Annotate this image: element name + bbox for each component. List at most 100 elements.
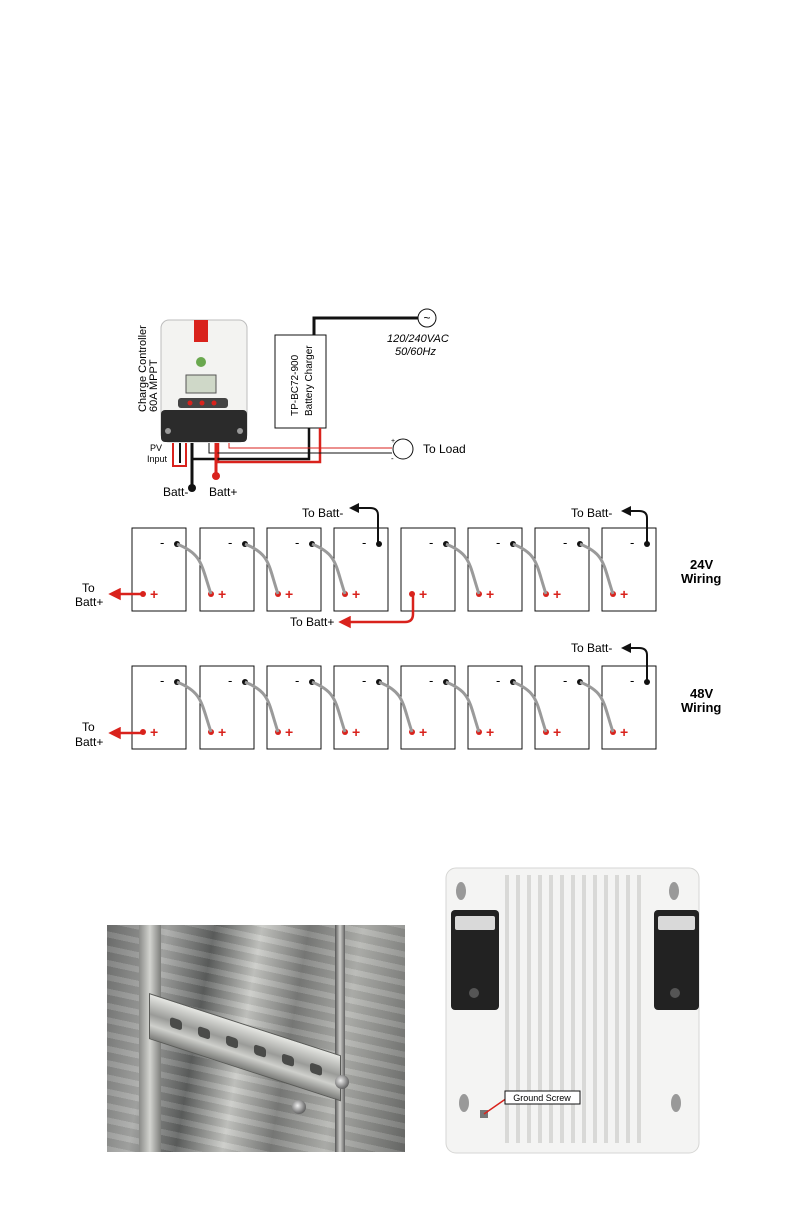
48v-to-batt-minus-label: To Batt- <box>571 641 612 655</box>
mount-hole-bottom-left <box>459 1094 469 1112</box>
controller-label-1: 60A MPPT <box>148 359 160 412</box>
row48-battery-2: -+ <box>200 666 254 749</box>
battery-case <box>468 666 522 749</box>
ground-screw-label: Ground Screw <box>513 1093 571 1103</box>
battery-case <box>132 666 186 749</box>
negative-symbol: - <box>496 673 500 688</box>
battery-case <box>535 528 589 611</box>
mount-hole-bottom-right <box>671 1094 681 1112</box>
heatsink-fin <box>615 875 619 1143</box>
load-positive-wire <box>229 443 392 448</box>
load-icon <box>393 439 413 459</box>
48v-to-label: To <box>82 720 95 734</box>
negative-symbol: - <box>362 535 366 550</box>
row24-battery-3: -+ <box>267 528 321 611</box>
negative-symbol: - <box>429 673 433 688</box>
negative-symbol: - <box>630 673 634 688</box>
lcd-display <box>186 375 216 393</box>
rail-screw-icon <box>292 1100 306 1114</box>
negative-symbol: - <box>630 535 634 550</box>
load-minus-symbol: - <box>391 454 394 463</box>
24v-to-batt-minus-label-2: To Batt- <box>571 506 612 520</box>
row48-battery-3: -+ <box>267 666 321 749</box>
heatsink-fin <box>593 875 597 1143</box>
charge-controller <box>161 320 247 442</box>
row48-battery-4: -+ <box>334 666 388 749</box>
positive-symbol: + <box>218 724 226 740</box>
batt-minus-terminal-icon <box>188 484 196 492</box>
charger-label-2: Battery Charger <box>304 345 315 416</box>
24v-label: 24V <box>690 557 713 572</box>
battery-case <box>267 666 321 749</box>
heatsink-fin <box>637 875 641 1143</box>
negative-symbol: - <box>228 535 232 550</box>
row48-battery-6: -+ <box>468 666 522 749</box>
row48-battery-1: -+ <box>132 666 186 749</box>
positive-symbol: + <box>352 724 360 740</box>
negative-symbol: - <box>563 535 567 550</box>
48v-label: 48V <box>690 686 713 701</box>
row24-battery-6: -+ <box>468 528 522 611</box>
positive-symbol: + <box>218 586 226 602</box>
negative-symbol: - <box>429 535 433 550</box>
battery-row-48v: -+-+-+-+-+-+-+-+ <box>132 666 656 749</box>
row24-battery-4: -+ <box>334 528 388 611</box>
mount-hole-top-right <box>669 882 679 900</box>
battery-case <box>401 666 455 749</box>
load-label: To Load <box>423 442 466 456</box>
negative-symbol: - <box>160 673 164 688</box>
battery-case <box>334 528 388 611</box>
battery-case <box>401 528 455 611</box>
row24-battery-1: -+ <box>132 528 186 611</box>
battery-case <box>334 666 388 749</box>
row24-battery-5: -+ <box>401 528 455 611</box>
positive-symbol: + <box>285 724 293 740</box>
controller-back-photo <box>446 868 699 1153</box>
heatsink-fin <box>604 875 608 1143</box>
brand-logo-icon <box>196 357 206 367</box>
negative-symbol: - <box>295 535 299 550</box>
ac-voltage-label: 120/240VAC <box>387 333 449 345</box>
heatsink-fin <box>582 875 586 1143</box>
row24-battery-7: -+ <box>535 528 589 611</box>
batt-plus-terminal-icon <box>212 472 220 480</box>
negative-symbol: - <box>295 673 299 688</box>
heatsink-fin <box>626 875 630 1143</box>
24v-batt-plus-label: Batt+ <box>75 595 103 609</box>
battery-case <box>468 528 522 611</box>
din-rail-photo <box>107 925 405 1152</box>
battery-case <box>132 528 186 611</box>
positive-symbol: + <box>620 586 628 602</box>
24v-to-batt-minus-label-1: To Batt- <box>302 506 343 520</box>
row48-battery-7: -+ <box>535 666 589 749</box>
batt-minus-label: Batt- <box>163 485 188 499</box>
positive-symbol: + <box>419 586 427 602</box>
24v-to-label: To <box>82 581 95 595</box>
pv-input-label-2: Input <box>147 454 168 464</box>
positive-symbol: + <box>553 724 561 740</box>
positive-symbol: + <box>486 724 494 740</box>
mount-hole-top-left <box>456 882 466 900</box>
negative-symbol: - <box>160 535 164 550</box>
positive-symbol: + <box>486 586 494 602</box>
terminal-block <box>161 410 247 442</box>
load-plus-symbol: + <box>391 438 395 445</box>
row24-battery-2: -+ <box>200 528 254 611</box>
positive-symbol: + <box>150 586 158 602</box>
row48-battery-5: -+ <box>401 666 455 749</box>
pv-input-label-1: PV <box>150 443 162 453</box>
battery-case <box>200 528 254 611</box>
controller-label-2: Charge Controller <box>137 325 149 412</box>
positive-symbol: + <box>553 586 561 602</box>
negative-symbol: - <box>362 673 366 688</box>
rail-screw-icon-2 <box>335 1075 349 1089</box>
ac-frequency-label: 50/60Hz <box>395 346 436 358</box>
positive-symbol: + <box>150 724 158 740</box>
negative-symbol: - <box>228 673 232 688</box>
48v-wiring-label: Wiring <box>681 700 721 715</box>
negative-symbol: - <box>496 535 500 550</box>
positive-symbol: + <box>419 724 427 740</box>
positive-symbol: + <box>352 586 360 602</box>
24v-wiring-label: Wiring <box>681 571 721 586</box>
battery-case <box>267 528 321 611</box>
